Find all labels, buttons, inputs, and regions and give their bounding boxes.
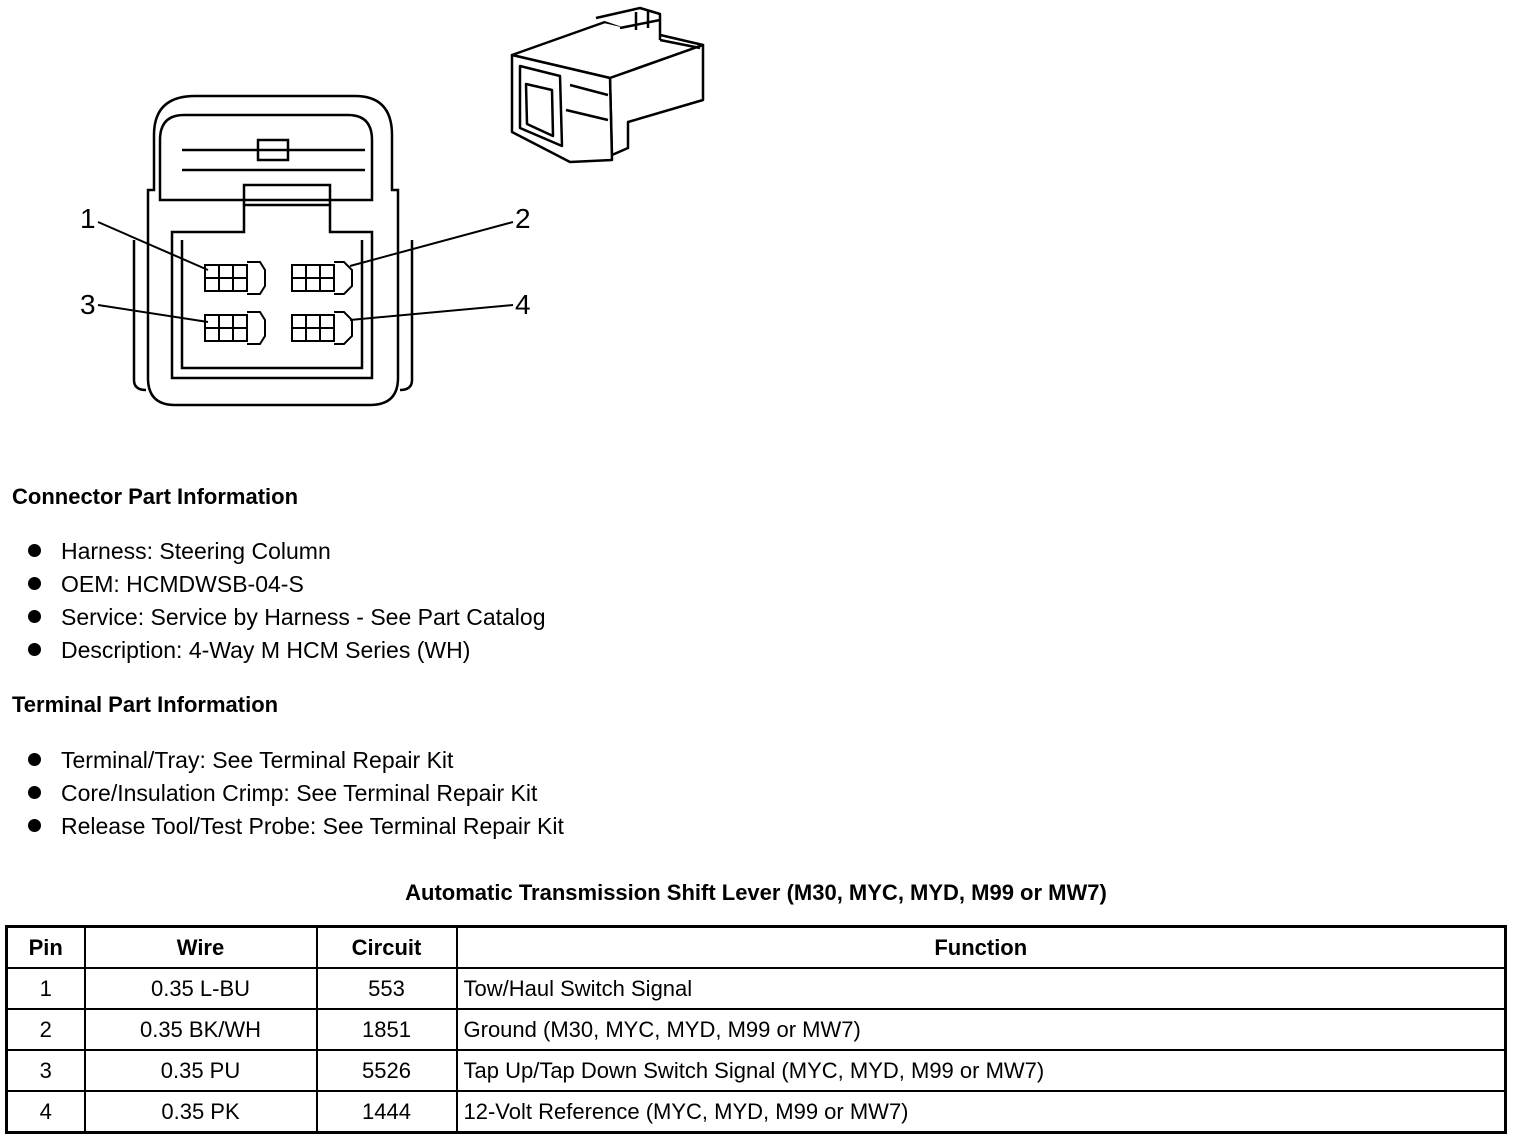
connector-diagram: 1 2 3 4 [80,6,705,407]
connector-inner-outline [158,113,374,202]
function-cell: Ground (M30, MYC, MYD, M99 or MW7) [455,1008,1507,1051]
bullet-icon [28,819,41,833]
terminal-2 [291,261,353,295]
bullet-icon [28,577,41,591]
leader-line-3 [97,304,209,323]
bullet-icon [28,610,41,624]
list-item: Core/Insulation Crimp: See Terminal Repa… [28,777,564,810]
leader-line-1 [97,221,209,271]
connector-side-ribs [132,240,414,392]
table-row: 3 0.35 PU 5526 Tap Up/Tap Down Switch Si… [5,1049,1507,1092]
wire-cell: 0.35 BK/WH [83,1008,318,1051]
column-header-wire: Wire [83,925,318,969]
wire-cell: 0.35 PK [83,1090,318,1134]
function-cell: 12-Volt Reference (MYC, MYD, M99 or MW7) [455,1090,1507,1134]
circuit-cell: 1851 [315,1008,458,1051]
pin-cell: 1 [5,967,86,1010]
circuit-cell: 1444 [315,1090,458,1134]
list-item: Harness: Steering Column [28,535,545,568]
leader-line-4 [349,304,514,321]
connector-latch [182,138,365,172]
pin-label-3: 3 [80,289,96,320]
bullet-icon [28,786,41,800]
table-row: 2 0.35 BK/WH 1851 Ground (M30, MYC, MYD,… [5,1008,1507,1051]
column-header-circuit: Circuit [315,925,458,969]
pin-cell: 3 [5,1049,86,1092]
pin-label-1: 1 [80,203,96,234]
list-item: Service: Service by Harness - See Part C… [28,601,545,634]
connector-info-heading: Connector Part Information [12,484,299,509]
leader-line-2 [349,221,514,267]
table-title: Automatic Transmission Shift Lever (M30,… [405,880,1107,905]
list-item: Description: 4-Way M HCM Series (WH) [28,634,545,667]
pin-label-4: 4 [515,289,531,320]
connector-center-key [242,183,332,205]
list-item: Release Tool/Test Probe: See Terminal Re… [28,810,564,843]
connector-outer-shell [146,94,400,407]
pin-label-2: 2 [515,203,531,234]
table-row: 1 0.35 L-BU 553 Tow/Haul Switch Signal [5,967,1507,1010]
terminal-1 [204,261,266,295]
circuit-cell: 5526 [315,1049,458,1092]
connector-cavity-area [170,203,374,380]
list-item: Terminal/Tray: See Terminal Repair Kit [28,744,564,777]
table-row: 4 0.35 PK 1444 12-Volt Reference (MYC, M… [5,1090,1507,1134]
pin-cell: 4 [5,1090,86,1134]
pin-cell: 2 [5,1008,86,1051]
terminal-3 [204,311,266,345]
function-cell: Tap Up/Tap Down Switch Signal (MYC, MYD,… [455,1049,1507,1092]
bullet-icon [28,643,41,657]
list-item: OEM: HCMDWSB-04-S [28,568,545,601]
wire-cell: 0.35 PU [83,1049,318,1092]
circuit-cell: 553 [315,967,458,1010]
connector-3d-illustration [510,6,705,164]
wire-cell: 0.35 L-BU [83,967,318,1010]
terminal-info-list: Terminal/Tray: See Terminal Repair Kit C… [28,744,564,843]
column-header-function: Function [455,925,1507,969]
bullet-icon [28,753,41,767]
table-header-row: Pin Wire Circuit Function [5,925,1507,969]
connector-info-list: Harness: Steering Column OEM: HCMDWSB-04… [28,535,545,667]
function-cell: Tow/Haul Switch Signal [455,967,1507,1010]
connector-cavity-inner [180,240,364,370]
pinout-table: Pin Wire Circuit Function 1 0.35 L-BU 55… [5,925,1507,1134]
column-header-pin: Pin [5,925,86,969]
bullet-icon [28,544,41,558]
terminal-4 [291,311,353,345]
terminal-info-heading: Terminal Part Information [12,692,279,717]
